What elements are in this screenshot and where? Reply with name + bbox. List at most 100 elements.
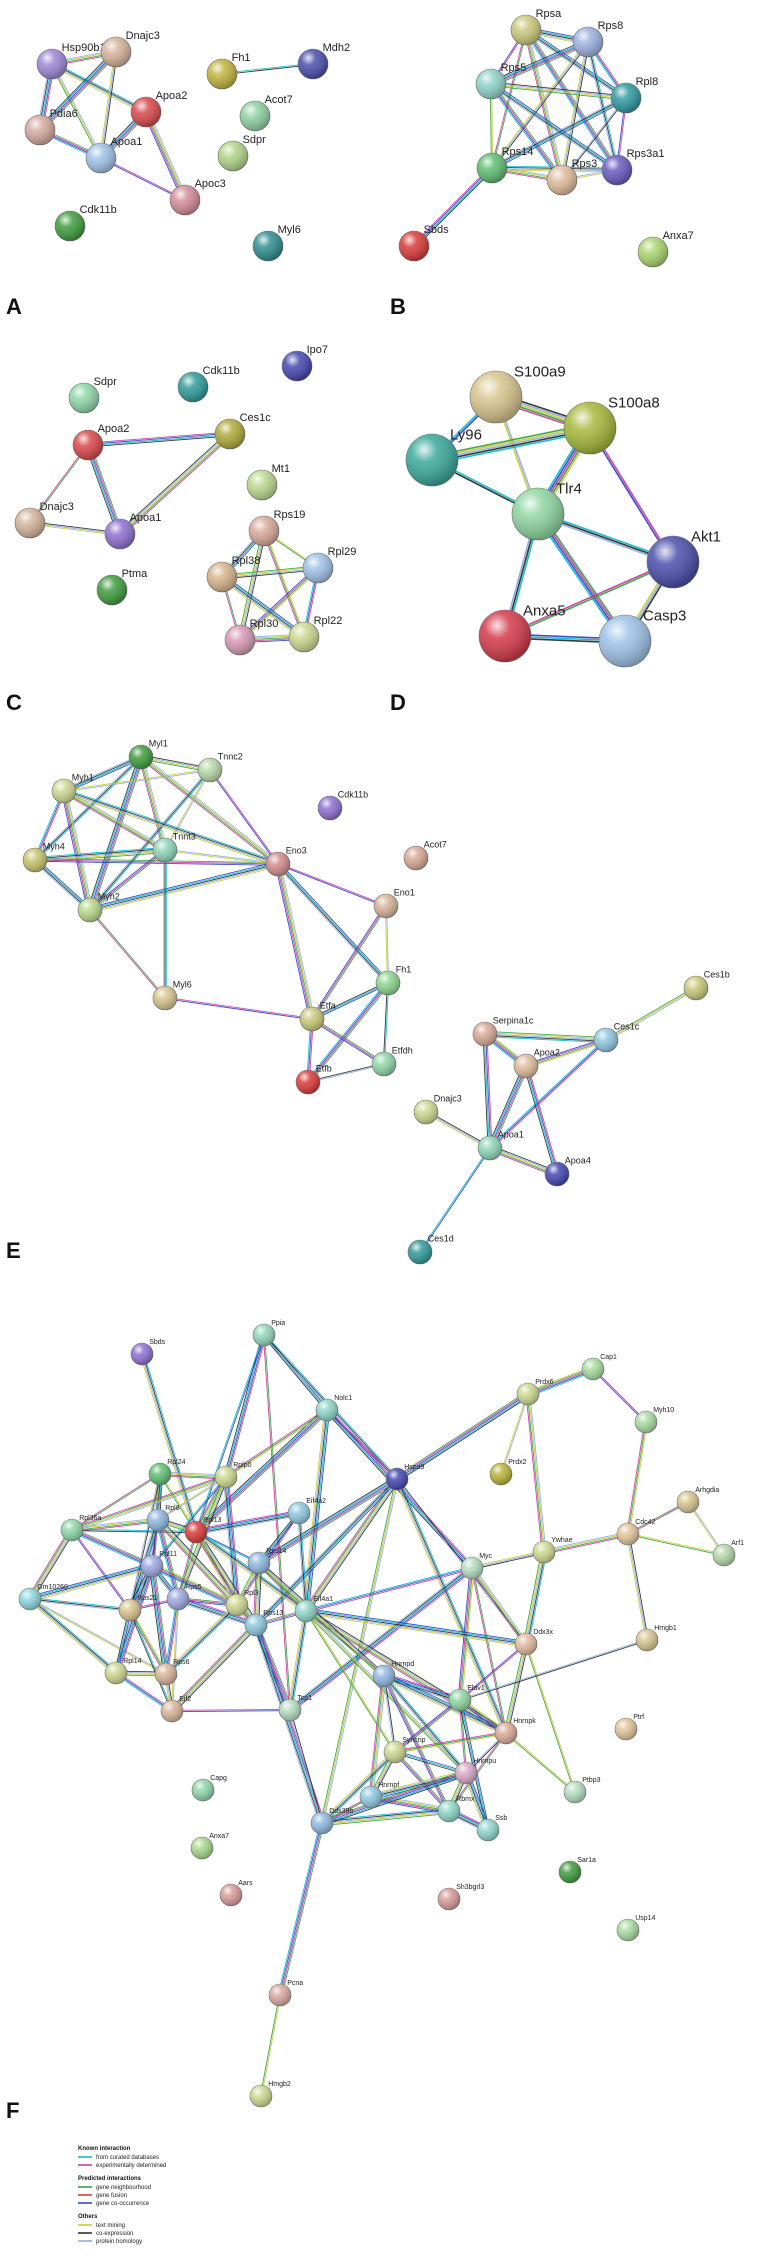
node-apoa4[interactable]: Apoa4: [544, 1155, 591, 1187]
node-rpl36a[interactable]: Rpl36a: [60, 1515, 101, 1542]
node-nolc1[interactable]: Nolc1: [315, 1395, 352, 1422]
node-etfb[interactable]: Etfb: [295, 1063, 332, 1095]
node-rps21[interactable]: Rps21: [118, 1595, 158, 1622]
node-hmgb2[interactable]: Hmgb2: [249, 2081, 291, 2108]
node-ppia[interactable]: Ppia: [252, 1320, 285, 1347]
node-pdia6[interactable]: Pdia6: [24, 108, 78, 146]
node-aars[interactable]: Aars: [219, 1880, 253, 1907]
node-rpsa[interactable]: Rpsa: [510, 8, 562, 46]
node-tlr4[interactable]: Tlr4: [511, 481, 582, 541]
node-rpl3[interactable]: Rpl3: [225, 1590, 259, 1617]
node-sbds[interactable]: Sbds: [398, 224, 449, 262]
node-sar1a[interactable]: Sar1a: [558, 1857, 596, 1884]
node-hnrnpu[interactable]: Hnrnpu: [454, 1758, 496, 1785]
node-cdk11b[interactable]: Cdk11b: [317, 789, 368, 821]
node-rpl38[interactable]: Rpl38: [206, 555, 260, 593]
node-etfa[interactable]: Etfa: [299, 1000, 336, 1032]
node-rplp0[interactable]: Rplp0: [214, 1462, 252, 1489]
node-eno3[interactable]: Eno3: [265, 845, 307, 877]
node-hmgb1[interactable]: Hmgb1: [635, 1625, 677, 1652]
node-fh1[interactable]: Fh1: [206, 52, 251, 90]
node-pcna[interactable]: Pcna: [268, 1980, 303, 2007]
node-ywhae[interactable]: Ywhae: [532, 1537, 573, 1564]
node-ly96[interactable]: Ly96: [405, 427, 482, 487]
node-etfdh[interactable]: Etfdh: [371, 1045, 413, 1077]
node-elav1[interactable]: Elav1: [448, 1685, 485, 1712]
node-apoa1[interactable]: Apoa1: [477, 1129, 524, 1161]
node-arhgdia[interactable]: Arhgdia: [676, 1487, 719, 1514]
node-myh4[interactable]: Myh4: [22, 841, 65, 873]
node-mt1[interactable]: Mt1: [246, 463, 290, 501]
node-eif4a1[interactable]: Eif4a1: [294, 1596, 333, 1623]
node-ces1c[interactable]: Ces1c: [593, 1021, 640, 1053]
node-myh10[interactable]: Myh10: [634, 1407, 674, 1434]
node-ddx3x[interactable]: Ddx3x: [514, 1629, 554, 1656]
node-ptma[interactable]: Ptma: [96, 568, 148, 606]
node-eif2[interactable]: Eif2: [160, 1696, 191, 1723]
node-rps3a1[interactable]: Rps3a1: [601, 148, 665, 186]
node-rps5[interactable]: Rps5: [166, 1584, 202, 1611]
node-rpl14[interactable]: Rpl14: [104, 1658, 142, 1685]
node-sh3bgrl3[interactable]: Sh3bgrl3: [437, 1884, 484, 1911]
node-serpina1c[interactable]: Serpina1c: [472, 1015, 534, 1047]
node-rpl13[interactable]: Rpl13: [184, 1517, 222, 1544]
node-cdk11b[interactable]: Cdk11b: [177, 365, 240, 403]
node-dnajc3[interactable]: Dnajc3: [100, 30, 160, 68]
node-capg[interactable]: Capg: [191, 1775, 227, 1802]
node-apoa1[interactable]: Apoa1: [85, 136, 142, 174]
node-prdx2[interactable]: Prdx2: [489, 1459, 527, 1486]
node-eno1[interactable]: Eno1: [373, 887, 415, 919]
node-rpl8[interactable]: Rpl8: [146, 1505, 180, 1532]
node-prdx6[interactable]: Prdx6: [516, 1379, 554, 1406]
node-rps6[interactable]: Rps6: [154, 1659, 190, 1686]
node-hsp90b1[interactable]: Hsp90b1: [36, 42, 106, 80]
node-sdpr[interactable]: Sdpr: [217, 134, 266, 172]
node-apoa2[interactable]: Apoa2: [72, 423, 129, 461]
node-apoa1[interactable]: Apoa1: [104, 512, 161, 550]
node-rps14[interactable]: Rps14: [476, 146, 533, 184]
node-ddx39b[interactable]: Ddx39b: [310, 1808, 353, 1835]
node-rps13[interactable]: Rps13: [244, 1610, 284, 1637]
node-myc[interactable]: Myc: [460, 1553, 493, 1580]
node-dnajc3[interactable]: Dnajc3: [413, 1093, 462, 1125]
node-apoa2[interactable]: Apoa2: [513, 1047, 560, 1079]
node-cap1[interactable]: Cap1: [581, 1354, 617, 1381]
node-mdh2[interactable]: Mdh2: [297, 42, 350, 80]
node-cdk11b[interactable]: Cdk11b: [54, 204, 117, 242]
node-s100a9[interactable]: S100a9: [469, 364, 566, 424]
node-tnnt3[interactable]: Tnnt3: [152, 831, 196, 863]
node-sdpr[interactable]: Sdpr: [68, 376, 117, 414]
node-rbmx[interactable]: Rbmx: [437, 1796, 475, 1823]
node-rpl11[interactable]: Rpl11: [140, 1551, 177, 1578]
node-myl6[interactable]: Myl6: [252, 224, 301, 262]
node-apoc3[interactable]: Apoc3: [169, 178, 226, 216]
node-dnajc3[interactable]: Dnajc3: [14, 501, 74, 539]
node-acot7[interactable]: Acot7: [239, 94, 293, 132]
node-eif4a2[interactable]: Eif4a2: [287, 1498, 326, 1525]
node-hnrnpd[interactable]: Hnrnpd: [372, 1661, 414, 1688]
node-hnrnpk[interactable]: Hnrnpk: [494, 1718, 536, 1745]
node-s100a8[interactable]: S100a8: [563, 395, 660, 455]
node-ssb[interactable]: Ssb: [476, 1815, 507, 1842]
node-hnrnpf[interactable]: Hnrnpf: [359, 1782, 399, 1809]
node-sbds[interactable]: Sbds: [130, 1339, 166, 1366]
node-rps14[interactable]: Rps14: [247, 1548, 287, 1575]
node-ces1d[interactable]: Ces1d: [407, 1233, 454, 1265]
node-ces1b[interactable]: Ces1b: [683, 969, 730, 1001]
node-myh1[interactable]: Myh1: [51, 772, 94, 804]
node-rps3[interactable]: Rps3: [546, 158, 597, 196]
node-cdc42[interactable]: Cdc42: [616, 1519, 656, 1546]
node-tcp1[interactable]: Tcp1: [278, 1695, 312, 1722]
node-ptrf[interactable]: Ptrf: [614, 1714, 644, 1741]
node-usp14[interactable]: Usp14: [616, 1915, 656, 1942]
node-anxa7[interactable]: Anxa7: [190, 1833, 229, 1860]
node-acot7[interactable]: Acot7: [403, 839, 447, 871]
node-anxa5[interactable]: Anxa5: [478, 603, 566, 663]
node-rps5[interactable]: Rps5: [475, 62, 526, 100]
node-ces1c[interactable]: Ces1c: [214, 412, 271, 450]
node-rpl24[interactable]: Rpl24: [148, 1459, 186, 1486]
node-myl1[interactable]: Myl1: [128, 738, 168, 770]
node-hspa9[interactable]: Hspa9: [385, 1464, 425, 1491]
node-rpl8[interactable]: Rpl8: [610, 76, 658, 114]
node-arf1[interactable]: Arf1: [712, 1540, 744, 1567]
